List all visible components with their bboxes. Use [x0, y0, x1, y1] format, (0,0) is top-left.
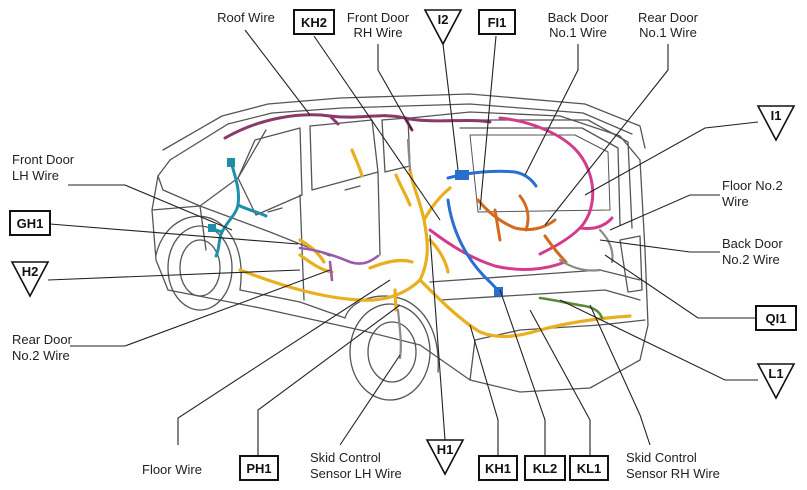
connector-code-kl2: KL2 — [524, 455, 566, 481]
label-back-door-no1-line2: No.1 Wire — [549, 25, 607, 40]
ground-point-h2: H2 — [10, 261, 50, 298]
ground-point-h1: H1 — [425, 439, 465, 476]
label-skid-rh-line1: Skid Control — [626, 450, 697, 465]
code-kl1: KL1 — [577, 461, 602, 476]
rear-door-no1-wire-harness — [476, 194, 568, 264]
label-front-door-rh-line2: RH Wire — [353, 25, 402, 40]
label-back-door-no2-line2: No.2 Wire — [722, 252, 780, 267]
label-floor-no2-line2: Wire — [722, 194, 749, 209]
connector-code-kl1: KL1 — [569, 455, 609, 481]
code-gh1: GH1 — [17, 216, 44, 231]
skid-control-rh-wire-harness — [538, 296, 604, 320]
label-rear-door-no1-line1: Rear Door — [638, 10, 699, 25]
connector-code-qi1: QI1 — [755, 305, 797, 331]
connector-code-fi1: FI1 — [478, 9, 516, 35]
code-kh1: KH1 — [485, 461, 511, 476]
misc-wire-harness — [396, 138, 614, 360]
code-qi1: QI1 — [766, 311, 787, 326]
label-floor-no2-line1: Floor No.2 — [722, 178, 783, 193]
connector-code-kh2: KH2 — [293, 9, 335, 35]
label-front-door-rh-line1: Front Door — [347, 10, 410, 25]
code-fi1: FI1 — [488, 15, 507, 30]
label-back-door-no2-line1: Back Door — [722, 236, 783, 251]
code-h1: H1 — [437, 442, 454, 457]
label-skid-lh-line1: Skid Control — [310, 450, 381, 465]
code-kh2: KH2 — [301, 15, 327, 30]
back-door-wire-harness — [428, 116, 614, 271]
ground-point-i1: I1 — [756, 105, 796, 142]
back-door-no1-wire-harness — [446, 169, 538, 298]
code-i1: I1 — [771, 108, 782, 123]
code-l1: L1 — [768, 366, 783, 381]
label-front-door-lh-line1: Front Door — [12, 152, 75, 167]
label-rear-door-no2-line2: No.2 Wire — [12, 348, 70, 363]
label-skid-lh-line2: Sensor LH Wire — [310, 466, 402, 481]
label-rear-door-no1-line2: No.1 Wire — [639, 25, 697, 40]
rear-door-no2-wire-harness — [298, 246, 380, 282]
label-roof-wire: Roof Wire — [217, 10, 275, 25]
label-rear-door-no2-line1: Rear Door — [12, 332, 73, 347]
connector-code-kh1: KH1 — [478, 455, 518, 481]
label-back-door-no1-line1: Back Door — [548, 10, 609, 25]
code-h2: H2 — [22, 264, 39, 279]
connector-code-ph1: PH1 — [239, 455, 279, 481]
code-kl2: KL2 — [533, 461, 558, 476]
ground-point-l1: L1 — [756, 363, 796, 400]
roof-wire-harness — [223, 113, 492, 140]
label-skid-rh-line2: Sensor RH Wire — [626, 466, 720, 481]
code-ph1: PH1 — [246, 461, 271, 476]
floor-wire-harness — [238, 148, 632, 339]
label-front-door-lh-line2: LH Wire — [12, 168, 59, 183]
leader-lines — [47, 29, 759, 458]
code-i2: I2 — [438, 12, 449, 27]
connector-code-gh1: GH1 — [9, 210, 51, 236]
ground-point-i2: I2 — [423, 9, 463, 46]
label-floor-wire: Floor Wire — [142, 462, 202, 477]
front-door-lh-wire-harness — [208, 158, 268, 258]
